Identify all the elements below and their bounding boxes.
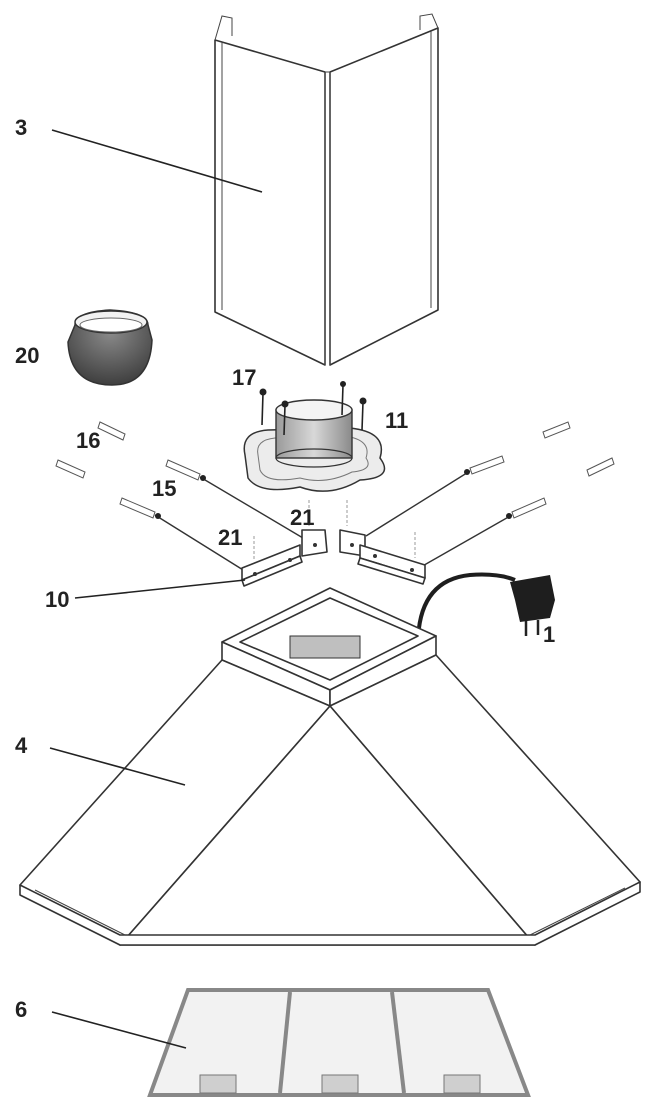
grease-filters [147,988,531,1097]
callout-21-left: 21 [218,525,242,550]
screws [259,381,367,436]
callout-4: 4 [15,733,28,758]
exhaust-collar [243,399,386,492]
wall-plugs-and-screws [55,421,615,579]
callout-17: 17 [232,365,256,390]
callout-3: 3 [15,115,27,140]
power-cord [416,572,555,641]
leader-lines [49,129,263,1049]
hood-body [19,587,641,946]
callout-20: 20 [15,343,39,368]
mounting-brackets [241,500,426,587]
callout-labels: 1 3 4 6 10 11 15 16 17 20 21 21 [15,115,555,1022]
callout-1: 1 [543,622,555,647]
callout-6: 6 [15,997,27,1022]
callout-21-right: 21 [290,505,314,530]
callout-15: 15 [152,476,176,501]
callout-10: 10 [45,587,69,612]
callout-16: 16 [76,428,100,453]
chimney-cover [214,13,439,366]
duct-ring [67,309,153,386]
callout-11: 11 [385,408,408,433]
